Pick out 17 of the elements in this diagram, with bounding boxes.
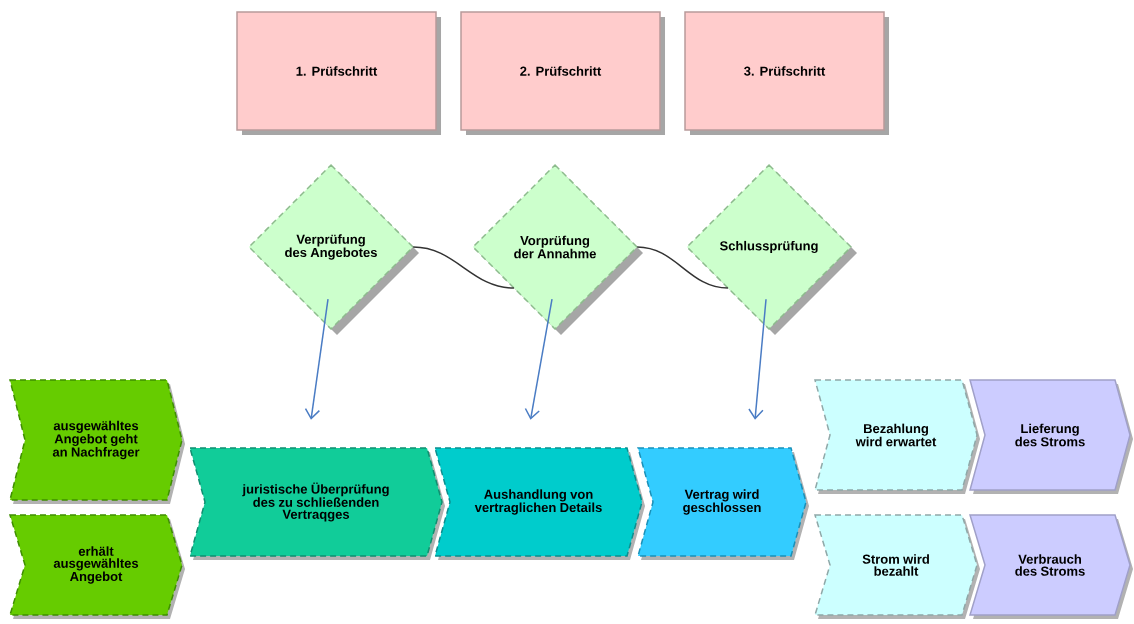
connector-line — [412, 246, 515, 289]
process-step: Bezahlung wird erwartet — [814, 379, 980, 494]
step-box: 3. Prüfschritt — [684, 11, 889, 135]
arrow — [748, 298, 767, 420]
process-step: Lieferung des Stroms — [969, 379, 1133, 494]
arrow — [524, 298, 553, 420]
process-step: juristische Überprüfung des zu schließenden Vertraqges — [189, 447, 445, 560]
process-step: Aushandlung von vertraglichen Details — [434, 447, 645, 560]
process-step: Verbrauch des Stroms — [969, 514, 1133, 619]
process-step: ausgewähltes Angebot geht an Nachfrager — [9, 379, 185, 504]
arrow — [304, 298, 329, 420]
connector-line — [636, 246, 729, 289]
process-step: Strom wird bezahlt — [814, 514, 980, 619]
step-box: 1. Prüfschritt — [236, 11, 441, 135]
process-step: Vertrag wird geschlossen — [637, 447, 809, 560]
process-step: erhält ausgewähltes Angebot — [9, 514, 185, 619]
step-box: 2. Prüfschritt — [460, 11, 665, 135]
